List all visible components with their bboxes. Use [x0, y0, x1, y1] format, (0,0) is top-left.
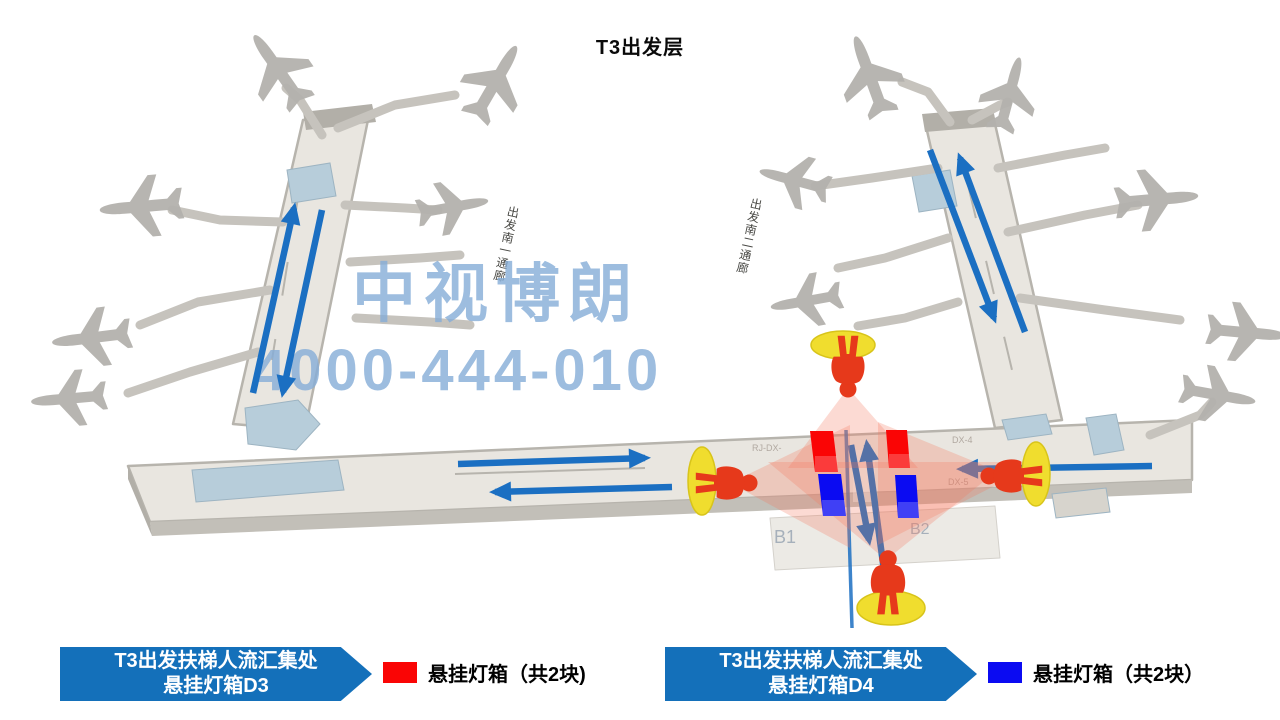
terminal-concourse-front — [150, 480, 1192, 536]
jet-bridge — [897, 77, 955, 127]
banner-d3-line1: T3出发扶梯人流汇集处 — [114, 650, 318, 672]
legend-d4: 悬挂灯箱（共2块） — [988, 658, 1204, 687]
flow-arrow — [276, 209, 326, 398]
roof-panel — [1051, 487, 1111, 519]
legend-d3-label: 悬挂灯箱（共2块) — [428, 664, 586, 686]
legend-d3-swatch — [383, 662, 417, 683]
zone-label-b2: B2 — [910, 521, 930, 538]
airplane-icon — [752, 145, 837, 216]
flow-arrow — [457, 448, 651, 469]
flow-arrow — [249, 202, 301, 394]
lightbox-d3 — [810, 431, 838, 472]
roof-panel — [286, 162, 337, 204]
airplane-icon — [1112, 165, 1201, 234]
flow-arrow — [489, 481, 673, 502]
airplane-icon — [28, 367, 110, 430]
airplane-icon — [1203, 299, 1280, 366]
escalator-rail — [844, 429, 854, 629]
jet-bridge — [135, 285, 275, 330]
terminal-concourse-cap — [128, 466, 152, 536]
banner-d4: T3出发扶梯人流汇集处 悬挂灯箱D4 — [665, 647, 977, 701]
airplane-icon — [229, 17, 328, 122]
legend-d3: 悬挂灯箱（共2块) — [383, 658, 586, 687]
ad-visualization — [687, 330, 1051, 626]
jet-bridge — [123, 347, 263, 398]
jet-bridge — [810, 163, 943, 191]
spotlights — [687, 330, 1051, 626]
flow-arrow — [926, 148, 998, 324]
banner-d3-line2: 悬挂灯箱D3 — [163, 675, 269, 697]
terminal-platform — [769, 505, 1001, 571]
escalator-arrow-down — [847, 444, 876, 546]
legend-d4-swatch — [988, 662, 1022, 683]
airplane-icon — [826, 25, 913, 126]
roof-panel — [244, 399, 321, 451]
watermark-line2: 4000-444-010 — [253, 338, 662, 403]
watermark: 中视博朗 4000-444-010 — [253, 258, 662, 403]
jet-bridge — [345, 250, 465, 267]
jet-bridge — [1015, 293, 1185, 325]
jet-bridge — [351, 313, 475, 330]
lightbox-sheen — [815, 454, 919, 518]
jet-bridge — [853, 297, 963, 331]
airplane-icon — [412, 174, 493, 240]
roof-panel — [1001, 413, 1053, 441]
legend-d4-label: 悬挂灯箱（共2块） — [1033, 664, 1205, 686]
zone-label-b1: B1 — [774, 527, 796, 547]
gate-label: DX-5 — [948, 477, 969, 487]
jet-bridge — [333, 90, 460, 133]
airplane-icon — [766, 268, 847, 334]
roof-panel — [1085, 413, 1125, 456]
banner-d4-line2: 悬挂灯箱D4 — [768, 675, 874, 697]
page-title: T3出发层 — [595, 37, 685, 59]
lightbox-d4 — [895, 475, 919, 518]
jet-bridge — [993, 143, 1110, 173]
roof-panel — [191, 459, 345, 503]
gate-label: DX-4 — [952, 435, 973, 445]
lightboxes — [810, 430, 919, 518]
banner-d4-line1: T3出发扶梯人流汇集处 — [719, 650, 923, 672]
corridor-label-right: 出发南二通廊 — [734, 196, 764, 276]
airplane-icon — [48, 303, 135, 372]
lightbox-d3 — [886, 430, 910, 468]
jet-bridge — [167, 205, 288, 227]
banner-d3: T3出发扶梯人流汇集处 悬挂灯箱D3 — [60, 647, 372, 701]
lightbox-d4 — [818, 474, 846, 516]
airplane-icon — [97, 172, 186, 241]
gate-label: RJ-DX- — [752, 443, 782, 453]
jet-bridge — [833, 233, 953, 273]
airplane-icon — [447, 30, 543, 134]
terminal-building — [126, 104, 1194, 571]
watermark-line1: 中视博朗 — [352, 258, 640, 330]
flow-arrow — [956, 458, 1153, 479]
flow-arrow — [956, 152, 1029, 334]
